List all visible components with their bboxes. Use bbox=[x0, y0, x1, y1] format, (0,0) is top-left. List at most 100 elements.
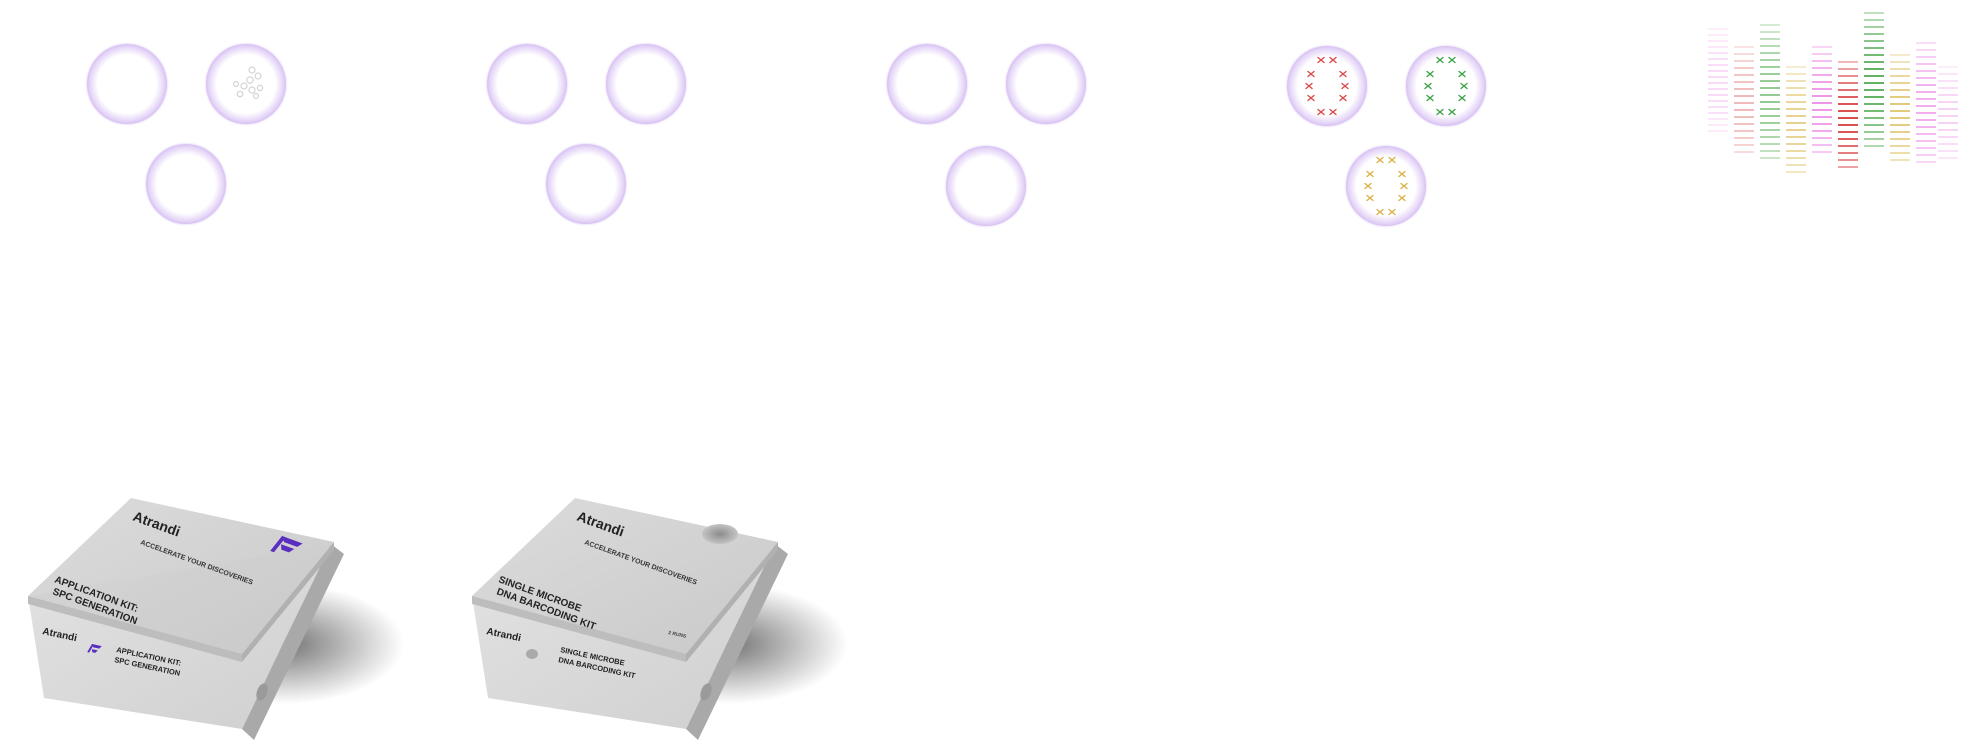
gel-band bbox=[1760, 157, 1780, 159]
gel-band bbox=[1864, 131, 1884, 133]
gel-band bbox=[1916, 84, 1936, 86]
bead-icon bbox=[146, 144, 226, 224]
gel-band bbox=[1938, 129, 1958, 131]
gel-band bbox=[1760, 122, 1780, 124]
gel-band bbox=[1760, 66, 1780, 68]
gel-band bbox=[1864, 117, 1884, 119]
gel-band bbox=[1916, 56, 1936, 58]
atrandi-logo-icon bbox=[270, 536, 303, 553]
gel-band bbox=[1812, 123, 1832, 125]
gel-band bbox=[1864, 103, 1884, 105]
gel-band bbox=[1708, 70, 1728, 72]
gel-band bbox=[1708, 34, 1728, 36]
gel-band bbox=[1708, 58, 1728, 60]
gel-band bbox=[1786, 150, 1806, 152]
gel-band bbox=[1938, 101, 1958, 103]
gel-band bbox=[1786, 143, 1806, 145]
x-marker-icon bbox=[1426, 70, 1434, 78]
x-marker-icon bbox=[1436, 56, 1444, 64]
gel-band bbox=[1708, 40, 1728, 42]
gel-band bbox=[1890, 145, 1910, 147]
gel-band bbox=[1708, 100, 1728, 102]
gel-band bbox=[1864, 89, 1884, 91]
gel-band bbox=[1760, 45, 1780, 47]
x-marker-icon bbox=[1388, 208, 1396, 216]
gel-band bbox=[1812, 130, 1832, 132]
gel-band bbox=[1864, 33, 1884, 35]
gel-band bbox=[1812, 74, 1832, 76]
gel-band bbox=[1734, 67, 1754, 69]
gel-band bbox=[1916, 119, 1936, 121]
gel-band bbox=[1938, 157, 1958, 159]
gel-band bbox=[1734, 130, 1754, 132]
window-icon bbox=[702, 524, 738, 544]
gel-band bbox=[1890, 131, 1910, 133]
gel-band bbox=[1812, 144, 1832, 146]
gel-band bbox=[1916, 63, 1936, 65]
x-marker-icon bbox=[1329, 108, 1337, 116]
gel-band bbox=[1760, 31, 1780, 33]
gel-band bbox=[1864, 82, 1884, 84]
x-marker-icon bbox=[1366, 170, 1374, 178]
gel-band bbox=[1838, 89, 1858, 91]
gel-band bbox=[1838, 103, 1858, 105]
gel-band bbox=[1734, 53, 1754, 55]
gel-band bbox=[1864, 19, 1884, 21]
gel-band bbox=[1838, 110, 1858, 112]
gel-band bbox=[1760, 150, 1780, 152]
gel-band bbox=[1864, 145, 1884, 147]
gel-band bbox=[1938, 150, 1958, 152]
gel-band bbox=[1760, 136, 1780, 138]
gel-band bbox=[1734, 144, 1754, 146]
gel-band bbox=[1760, 108, 1780, 110]
gel-band bbox=[1916, 140, 1936, 142]
x-marker-icon bbox=[1448, 56, 1456, 64]
gel-band bbox=[1864, 26, 1884, 28]
gel-band bbox=[1812, 151, 1832, 153]
gel-band bbox=[1812, 95, 1832, 97]
gel-band bbox=[1786, 80, 1806, 82]
gel-band bbox=[1916, 154, 1936, 156]
x-marker-icon bbox=[1339, 94, 1347, 102]
bead-icon bbox=[946, 146, 1026, 226]
kit-box-dna-barcoding: Atrandi ACCELERATE YOUR DISCOVERIES SING… bbox=[458, 484, 848, 744]
gel-band bbox=[1786, 73, 1806, 75]
x-marker-icon bbox=[1341, 82, 1349, 90]
gel-band bbox=[1864, 96, 1884, 98]
gel-band bbox=[1708, 64, 1728, 66]
gel-band bbox=[1760, 52, 1780, 54]
kit-box-spc-generation: Atrandi ACCELERATE YOUR DISCOVERIES APPL… bbox=[14, 484, 404, 744]
gel-band bbox=[1734, 151, 1754, 153]
gel-band bbox=[1890, 138, 1910, 140]
gel-band bbox=[1916, 161, 1936, 163]
x-marker-icon bbox=[1388, 156, 1396, 164]
gel-band bbox=[1786, 129, 1806, 131]
gel-band bbox=[1864, 61, 1884, 63]
gel-band bbox=[1760, 87, 1780, 89]
gel-band bbox=[1916, 70, 1936, 72]
gel-band bbox=[1734, 109, 1754, 111]
gel-band bbox=[1838, 68, 1858, 70]
gel-band bbox=[1838, 96, 1858, 98]
gel-band bbox=[1864, 75, 1884, 77]
gel-band bbox=[1864, 47, 1884, 49]
gel-band bbox=[1938, 143, 1958, 145]
gel-band bbox=[1916, 147, 1936, 149]
gel-band bbox=[1838, 124, 1858, 126]
gel-band bbox=[1786, 157, 1806, 159]
gel-band bbox=[1786, 66, 1806, 68]
gel-band bbox=[1708, 88, 1728, 90]
gel-band bbox=[1890, 75, 1910, 77]
gel-band bbox=[1786, 164, 1806, 166]
gel-band bbox=[1812, 81, 1832, 83]
gel-band bbox=[1838, 75, 1858, 77]
gel-band bbox=[1734, 123, 1754, 125]
x-marker-icon bbox=[1307, 94, 1315, 102]
gel-band bbox=[1938, 122, 1958, 124]
gel-band bbox=[1708, 94, 1728, 96]
gel-band bbox=[1812, 60, 1832, 62]
gel-band bbox=[1864, 40, 1884, 42]
x-marker-icon bbox=[1398, 194, 1406, 202]
gel-band bbox=[1734, 102, 1754, 104]
gel-band bbox=[1938, 87, 1958, 89]
